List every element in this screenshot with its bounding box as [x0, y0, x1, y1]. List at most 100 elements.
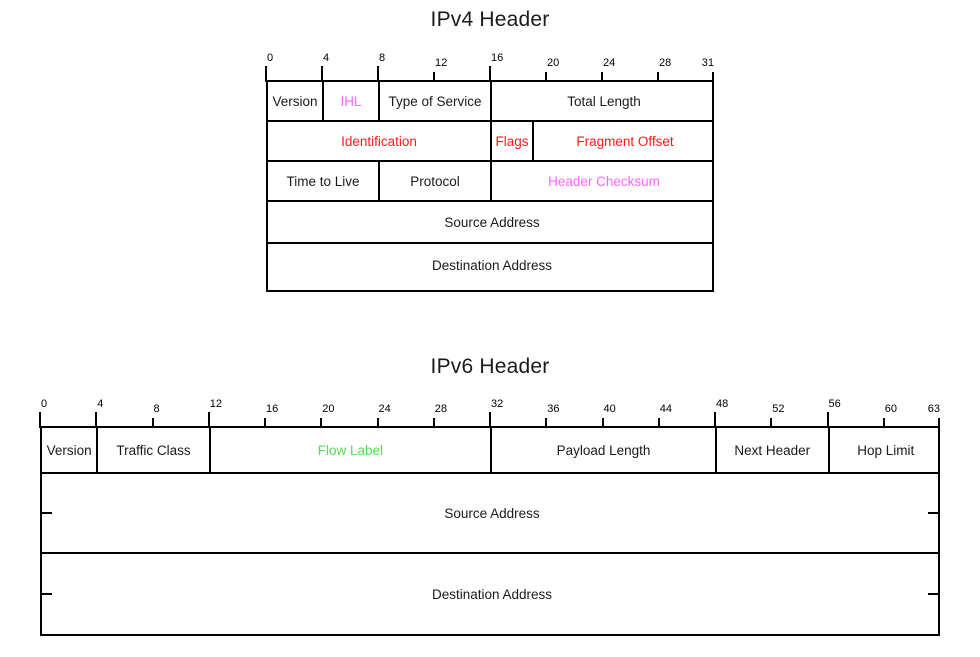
field-header-checksum: Header Checksum	[492, 162, 716, 200]
packet-row: Destination Address	[42, 554, 938, 634]
field-destination-address: Destination Address	[268, 244, 716, 286]
ruler-tick-44	[657, 418, 660, 428]
field-label: Identification	[341, 133, 417, 149]
ruler-tick-label-63: 63	[927, 403, 940, 415]
field-label: Traffic Class	[116, 442, 191, 458]
field-protocol: Protocol	[380, 162, 492, 200]
ipv6-title: IPv6 Header	[430, 355, 550, 378]
field-label: Source Address	[444, 214, 540, 230]
field-hop-limit: Hop Limit	[830, 428, 943, 472]
ruler-tick-12	[207, 412, 210, 428]
ipv4-bit-ruler: 0 4 8 12 16 20 24 28 31	[265, 50, 714, 82]
ruler-tick-16	[264, 418, 266, 428]
field-total-length: Total Length	[492, 82, 716, 120]
packet-row: Time to Live Protocol Header Checksum	[268, 162, 712, 202]
ruler-tick-label-28: 28	[659, 57, 672, 69]
field-source-address: Source Address	[268, 202, 716, 242]
ruler-tick-label-0: 0	[267, 52, 274, 64]
field-destination-address: Destination Address	[42, 554, 942, 634]
field-label: IHL	[340, 93, 362, 109]
ruler-tick-label-36: 36	[547, 403, 560, 415]
ruler-tick-8	[151, 418, 154, 428]
field-label: Fragment Offset	[576, 133, 674, 149]
field-type-of-service: Type of Service	[380, 82, 492, 120]
field-version: Version	[268, 82, 324, 120]
field-fragment-offset: Fragment Offset	[534, 122, 716, 160]
ipv6-header-table: Version Traffic Class Flow Label Payload Le…	[40, 426, 940, 636]
field-label: Flow Label	[317, 442, 384, 458]
ruler-tick-48	[714, 412, 716, 428]
field-label: Payload Length	[556, 442, 651, 458]
field-next-header: Next Header	[717, 428, 830, 472]
ruler-tick-12	[433, 72, 435, 82]
field-label: Total Length	[567, 93, 641, 109]
field-ihl: IHL	[324, 82, 380, 120]
ruler-tick-8	[377, 66, 379, 82]
ruler-tick-4	[321, 66, 323, 82]
ruler-tick-24	[376, 418, 379, 428]
field-label: Time to Live	[286, 173, 360, 189]
ruler-tick-63	[938, 418, 940, 428]
field-payload-length: Payload Length	[492, 428, 717, 472]
field-label: Type of Service	[388, 93, 482, 109]
ruler-tick-4	[95, 412, 98, 428]
continuation-dash-left	[42, 512, 52, 514]
ruler-tick-16	[489, 66, 491, 82]
continuation-dash-right	[928, 512, 938, 514]
ipv4-title: IPv4 Header	[430, 8, 550, 31]
ruler-tick-label-20: 20	[322, 403, 335, 415]
field-identification: Identification	[268, 122, 492, 160]
ruler-tick-label-8: 8	[379, 52, 386, 64]
ruler-tick-label-4: 4	[97, 398, 104, 410]
ruler-tick-32	[489, 412, 491, 428]
packet-row: Destination Address	[268, 244, 712, 286]
packet-row: Identification Flags Fragment Offset	[268, 122, 712, 162]
ruler-tick-label-44: 44	[659, 403, 672, 415]
ruler-tick-label-12: 12	[209, 398, 222, 410]
ruler-tick-label-0: 0	[41, 398, 48, 410]
ruler-tick-36	[545, 418, 548, 428]
ruler-tick-24	[601, 72, 603, 82]
ruler-tick-label-60: 60	[884, 403, 897, 415]
ruler-tick-label-24: 24	[603, 57, 616, 69]
ruler-tick-40	[601, 418, 604, 428]
ruler-tick-label-20: 20	[547, 57, 560, 69]
packet-row: Source Address	[42, 474, 938, 554]
ruler-tick-label-4: 4	[323, 52, 330, 64]
ruler-tick-20	[545, 72, 547, 82]
field-label: Version	[46, 442, 92, 458]
field-label: Protocol	[410, 173, 460, 189]
ruler-tick-label-32: 32	[491, 398, 504, 410]
ruler-tick-label-40: 40	[603, 403, 616, 415]
continuation-dash-left	[42, 593, 52, 595]
ruler-tick-label-16: 16	[491, 52, 504, 64]
field-source-address: Source Address	[42, 474, 942, 552]
field-label: Header Checksum	[548, 173, 660, 189]
ruler-tick-label-12: 12	[435, 57, 448, 69]
field-time-to-live: Time to Live	[268, 162, 380, 200]
packet-row: Version Traffic Class Flow Label Payload Le…	[42, 428, 938, 474]
ruler-tick-0	[39, 412, 41, 428]
packet-row: Version IHL Type of Service Total Length	[268, 82, 712, 122]
ruler-tick-label-24: 24	[378, 403, 391, 415]
ruler-tick-60	[882, 418, 885, 428]
ruler-tick-52	[770, 418, 773, 428]
ruler-tick-28	[432, 418, 435, 428]
field-label: Destination Address	[431, 257, 553, 273]
field-flags: Flags	[492, 122, 534, 160]
field-label: Version	[272, 93, 318, 109]
ruler-tick-label-31: 31	[701, 57, 714, 69]
field-label: Next Header	[734, 442, 811, 458]
ruler-tick-label-28: 28	[434, 403, 447, 415]
ruler-tick-28	[657, 72, 659, 82]
ruler-tick-31	[712, 72, 714, 82]
ruler-tick-56	[826, 412, 829, 428]
packet-row: Source Address	[268, 202, 712, 244]
ruler-tick-20	[320, 418, 323, 428]
field-label: Hop Limit	[857, 442, 915, 458]
ruler-tick-label-48: 48	[716, 398, 729, 410]
ruler-tick-label-52: 52	[772, 403, 785, 415]
field-flow-label: Flow Label	[211, 428, 492, 472]
field-label: Destination Address	[431, 586, 553, 602]
